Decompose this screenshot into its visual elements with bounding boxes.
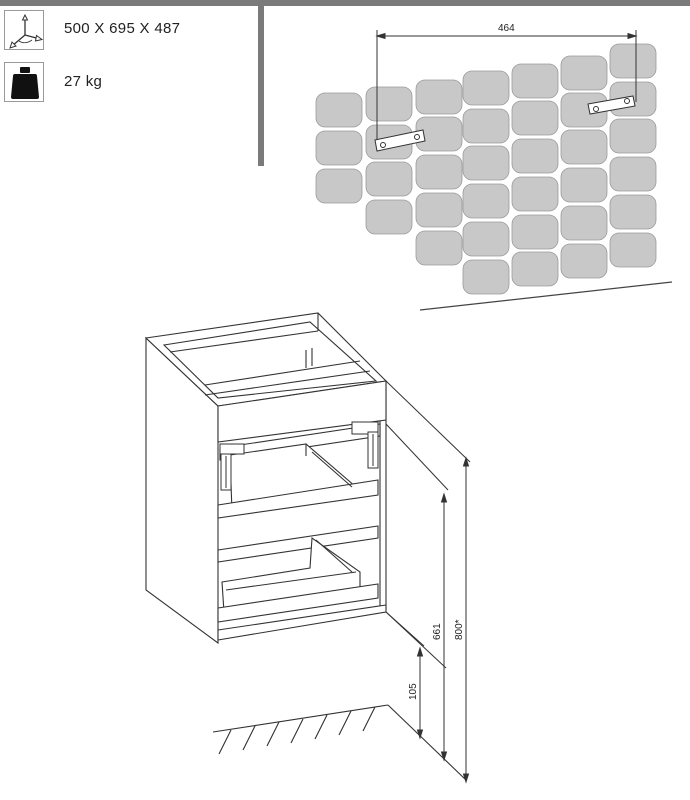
wall-tiles: [315, 43, 657, 295]
floor: [212, 704, 467, 781]
cabinet: [144, 312, 388, 645]
bracket-spacing-dimension: [375, 30, 638, 140]
dimensions-text: 500 X 695 X 487: [64, 20, 181, 37]
top-bar: [0, 0, 690, 6]
weight-icon: [4, 62, 44, 102]
drawer-runner-right: [351, 421, 379, 469]
spec-panel: 500 X 695 X 487 27 kg: [0, 6, 258, 164]
height-dimensions: [385, 380, 471, 784]
drawer-runner-left: [219, 443, 245, 491]
bottom-drawer: [217, 525, 379, 623]
weight-text: 27 kg: [64, 73, 103, 90]
wall-bracket-right: [587, 95, 636, 115]
body-height-label: 661: [432, 623, 443, 640]
panel-divider: [258, 0, 264, 166]
floor-gap-label: 105: [408, 683, 419, 700]
total-height-label: 800*: [454, 619, 465, 640]
xyz-axes-icon: [4, 10, 44, 50]
top-drawer: [217, 380, 387, 519]
wall-bracket-left: [374, 129, 426, 152]
bracket-spacing-label: 464: [498, 23, 515, 34]
wall-floor-line: [419, 281, 673, 311]
